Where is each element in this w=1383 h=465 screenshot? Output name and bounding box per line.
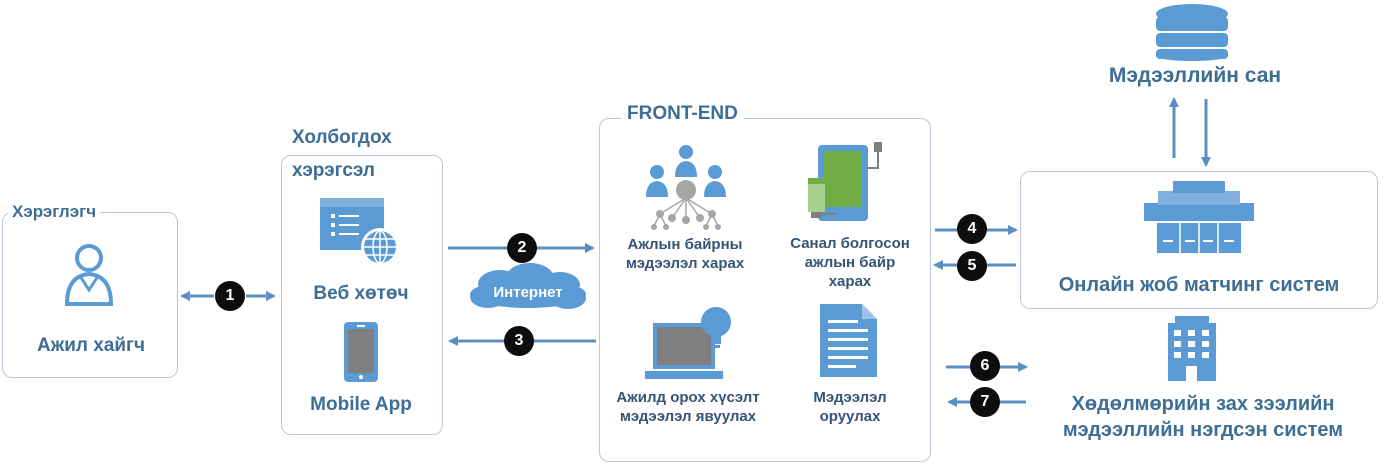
- labor-system-label: Хөдөлмөрийн зах зээлийн мэдээллийн нэгдс…: [1028, 392, 1378, 443]
- user-group-box: [2, 212, 178, 378]
- enter-info-line1: Мэдээлэл: [813, 389, 887, 406]
- suggested-jobs-label: Санал болгосон ажлын байр харах: [772, 234, 928, 292]
- frontend-title: FRONT-END: [621, 103, 744, 125]
- mobile-app-label: Mobile App: [310, 394, 412, 415]
- enter-info-label: Мэдээлэл оруулах: [780, 388, 920, 426]
- people-network-icon: [646, 145, 726, 230]
- step-6-badge: 6: [970, 351, 1000, 381]
- suggested-jobs-line2: ажлын байр: [804, 254, 896, 272]
- send-application-label: Ажилд орох хүсэлт мэдээлэл явуулах: [598, 388, 778, 426]
- send-application-line2: мэдээлэл явуулах: [619, 408, 757, 426]
- internet-label: Интернет: [493, 284, 563, 301]
- matching-system-label: Онлайн жоб матчинг систем: [1058, 274, 1340, 296]
- view-jobs-label: Ажлын байрны мэдээлэл харах: [600, 235, 770, 273]
- send-application-line1: Ажилд орох хүсэлт: [616, 389, 760, 406]
- labor-system-line2: мэдээллийн нэгдсэн систем: [1062, 418, 1344, 441]
- database-label: Мэдээллийн сан: [1108, 64, 1282, 87]
- view-jobs-line2: мэдээлэл харах: [625, 255, 745, 273]
- step-2-badge: 2: [507, 233, 537, 263]
- device-group-title-line2: хэрэгсэл: [292, 160, 375, 182]
- user-label: Ажил хайгч: [37, 335, 145, 356]
- device-group-title-line1: Холбогдох: [292, 127, 392, 149]
- mobile-phone-icon: [344, 322, 378, 382]
- internet-cloud-icon: [470, 263, 586, 309]
- suggested-jobs-line1: Санал болгосон: [790, 235, 910, 252]
- building-icon: [1168, 316, 1216, 381]
- labor-system-line1: Хөдөлмөрийн зах зээлийн: [1071, 393, 1335, 415]
- user-icon: [64, 244, 114, 306]
- tablet-usb-icon: [808, 142, 882, 221]
- web-browser-label: Веб хөтөч: [313, 283, 409, 304]
- step-1-badge: 1: [215, 281, 245, 311]
- document-icon: [820, 304, 877, 377]
- view-jobs-line1: Ажлын байрны: [627, 236, 743, 253]
- enter-info-line2: оруулах: [819, 408, 881, 426]
- step-7-badge: 7: [970, 387, 1000, 417]
- laptop-idea-icon: [645, 307, 731, 379]
- step-5-badge: 5: [957, 251, 987, 281]
- step-3-badge: 3: [504, 326, 534, 356]
- user-group-title: Хэрэглэгч: [8, 202, 101, 222]
- step-4-badge: 4: [957, 214, 987, 244]
- server-cluster-icon: [1144, 181, 1254, 253]
- database-icon: [1156, 4, 1228, 61]
- suggested-jobs-line3: харах: [828, 273, 872, 291]
- web-browser-icon: [320, 198, 399, 266]
